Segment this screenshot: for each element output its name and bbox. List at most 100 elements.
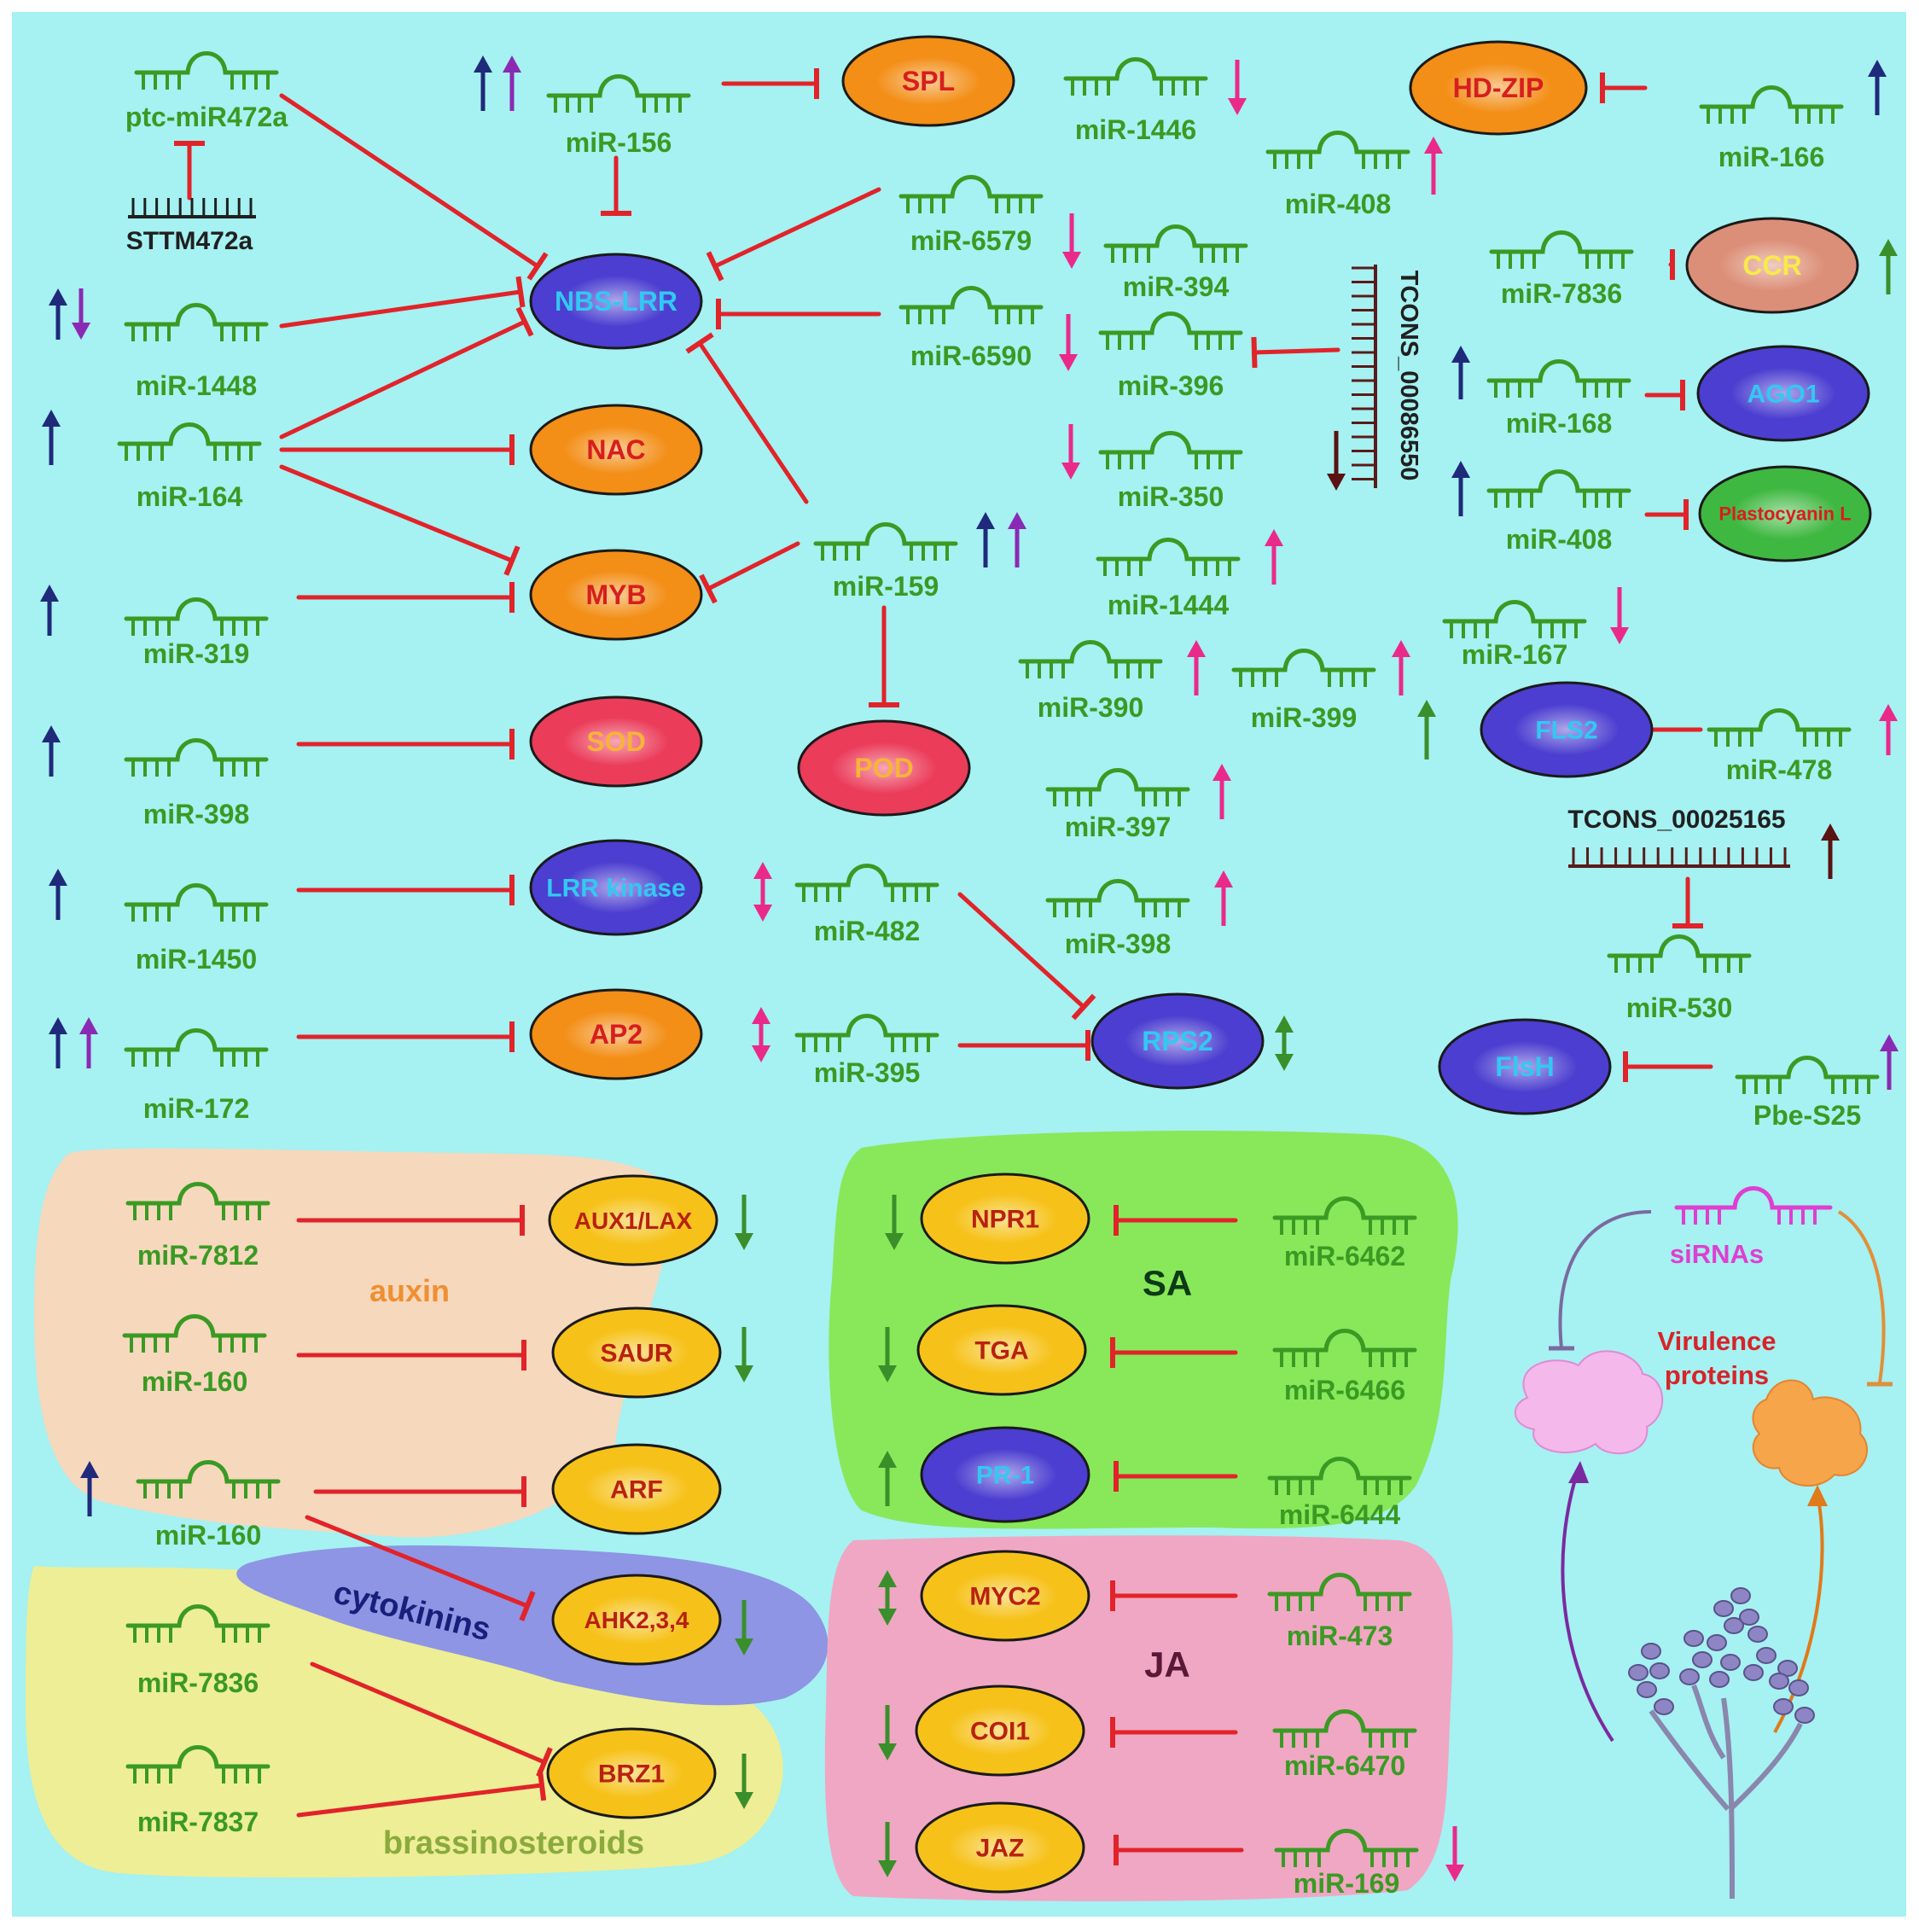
- gene-plastocyanin-highlight: [1732, 487, 1838, 540]
- inhibition-line: [174, 141, 205, 201]
- mirna-m156-hairpin-icon: [546, 74, 691, 113]
- inhibition-line: [296, 1769, 547, 1818]
- up-arrow-icon: [1879, 704, 1898, 755]
- gene-coi1-label: COI1: [970, 1718, 1030, 1746]
- gene-myc2-highlight: [953, 1571, 1057, 1621]
- mirna-m1446: miR-1446: [1063, 57, 1208, 145]
- mirna-m397-hairpin-icon: [1045, 768, 1190, 806]
- mirna-m350: miR-350: [1098, 431, 1243, 512]
- down-arrow-icon: [1228, 60, 1247, 115]
- gene-jaz-label: JAZ: [976, 1835, 1025, 1863]
- up-arrow-icon: [40, 585, 59, 636]
- mirna-m160b: miR-160: [136, 1460, 281, 1551]
- mirna-m6444-hairpin-icon: [1267, 1457, 1412, 1495]
- gene-pod: POD: [797, 719, 971, 817]
- gene-brz1-highlight: [579, 1749, 683, 1798]
- mirna-pbe-label: Pbe-S25: [1753, 1100, 1861, 1131]
- mirna-m530-hairpin-icon: [1607, 934, 1752, 973]
- down-arrow-icon: [72, 288, 90, 340]
- gene-ccr-highlight: [1719, 239, 1825, 292]
- gene-pr1-label: PR-1: [976, 1462, 1034, 1490]
- gene-myb-label: MYB: [585, 579, 646, 610]
- mirna-m399-hairpin-icon: [1231, 649, 1376, 687]
- inhibition-line: [685, 332, 809, 504]
- inhibition-line: [296, 729, 515, 759]
- gene-sod-label: SOD: [586, 726, 645, 757]
- gene-ap2: AP2: [529, 988, 703, 1080]
- inhibition-line: [869, 605, 899, 707]
- inhibition-line: [1114, 1205, 1238, 1236]
- inhibition-line: [313, 1476, 526, 1507]
- inhibition-line: [957, 1030, 1090, 1061]
- mirna-m6590: miR-6590: [898, 286, 1044, 371]
- inhibition-line: [1644, 499, 1689, 530]
- gene-spl: SPL: [841, 35, 1015, 127]
- mirna-m1448-hairpin-icon: [124, 303, 269, 341]
- mirna-m1448-label: miR-1448: [136, 370, 257, 401]
- virulence-label-line2: proteins: [1665, 1360, 1769, 1390]
- up-arrow-icon: [1187, 640, 1206, 695]
- gene-saur: SAUR: [551, 1306, 722, 1399]
- expression-arrows: [40, 55, 1899, 1882]
- inhibition-line: [699, 541, 800, 604]
- gene-npr1: NPR1: [920, 1173, 1090, 1265]
- mirna-m7836a: miR-7836: [1489, 230, 1634, 309]
- gene-tga: TGA: [916, 1304, 1087, 1396]
- mirna-m7836b-label: miR-7836: [137, 1667, 259, 1698]
- down-arrow-icon: [735, 1327, 753, 1382]
- up-arrow-icon: [1821, 823, 1840, 879]
- gene-nac: NAC: [529, 404, 703, 496]
- mirna-m156: miR-156: [546, 74, 691, 158]
- sa-region-label: SA: [1143, 1263, 1192, 1303]
- down-arrow-icon: [1610, 587, 1629, 644]
- inhibition-line: [1110, 1580, 1238, 1611]
- mirna-pbe: Pbe-S25: [1735, 1056, 1880, 1131]
- mirna-m159: miR-159: [813, 522, 958, 602]
- up-arrow-icon: [42, 410, 61, 465]
- gene-nbslrr-label: NBS-LRR: [555, 286, 677, 317]
- gene-arf-highlight: [584, 1464, 689, 1514]
- inhibition-line: [279, 276, 526, 329]
- up-arrow-icon: [1265, 529, 1283, 585]
- down-arrow-icon: [1062, 213, 1081, 269]
- gene-ago1-label: AGO1: [1747, 381, 1819, 409]
- mirna-m166-label: miR-166: [1718, 142, 1825, 172]
- up-arrow-icon: [1880, 1034, 1899, 1090]
- inhibition-line: [1672, 876, 1703, 928]
- mirna-m7836b: miR-7836: [125, 1604, 270, 1698]
- mirna-m1450-label: miR-1450: [136, 944, 257, 975]
- mirna-m167: miR-167: [1442, 600, 1587, 670]
- mirna-m6466: miR-6466: [1272, 1329, 1417, 1405]
- mirna-m7812-hairpin-icon: [125, 1182, 270, 1220]
- mirna-m390-label: miR-390: [1038, 692, 1144, 723]
- inhibition-line: [1644, 380, 1685, 410]
- mirna-m397: miR-397: [1045, 768, 1190, 842]
- auxin-region-label: auxin: [369, 1273, 450, 1308]
- gene-pod-label: POD: [854, 753, 913, 783]
- up-arrow-icon: [42, 725, 61, 777]
- mirna-m398b-hairpin-icon: [1045, 879, 1190, 917]
- mirna-m390: miR-390: [1018, 640, 1163, 723]
- gene-ap2-highlight: [563, 1010, 669, 1059]
- mirna-m169-label: miR-169: [1294, 1868, 1400, 1899]
- mirna-m398b-label: miR-398: [1065, 928, 1172, 959]
- inhibition-line: [279, 464, 520, 576]
- mirna-m478: miR-478: [1707, 708, 1852, 785]
- gene-pr1-highlight: [953, 1448, 1057, 1501]
- down-arrow-icon: [878, 1327, 897, 1382]
- up-arrow-icon: [80, 1461, 99, 1516]
- mirna-m6470-label: miR-6470: [1284, 1750, 1405, 1781]
- sirna-hairpin: [1674, 1186, 1833, 1225]
- mirna-m482: miR-482: [794, 864, 939, 946]
- gene-arf-label: ARF: [610, 1476, 663, 1504]
- gene-myb: MYB: [529, 549, 703, 641]
- inhibition-line: [1251, 336, 1340, 369]
- inhibition-line: [296, 1021, 515, 1052]
- sirna-virulence-loop: [1514, 1210, 1893, 1743]
- mirna-m395-label: miR-395: [814, 1057, 921, 1088]
- down-arrow-icon: [735, 1600, 753, 1656]
- gene-hdzip: HD-ZIP: [1409, 40, 1588, 136]
- mirna-m7836b-hairpin-icon: [125, 1604, 270, 1643]
- mirna-m168: miR-168: [1486, 359, 1631, 439]
- gene-lrrkinase: LRR kinase: [529, 839, 703, 936]
